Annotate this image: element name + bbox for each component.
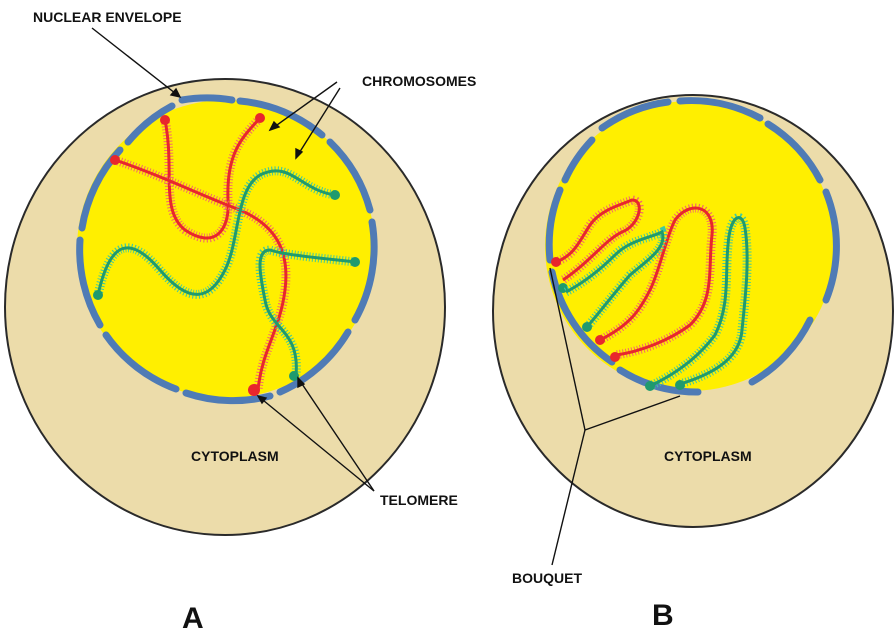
cytoplasm-label-a: CYTOPLASM xyxy=(191,448,279,464)
telomere xyxy=(248,384,260,396)
chromosomes-label: CHROMOSOMES xyxy=(362,73,476,89)
telomere xyxy=(551,257,561,267)
cell-b: CYTOPLASM xyxy=(493,95,893,527)
cytoplasm-label-b: CYTOPLASM xyxy=(664,448,752,464)
telomere xyxy=(610,352,620,362)
nuclear-envelope-label: NUCLEAR ENVELOPE xyxy=(33,9,182,25)
cell-a: CYTOPLASM xyxy=(5,79,445,535)
telomere-label: TELOMERE xyxy=(380,492,458,508)
telomere xyxy=(255,113,265,123)
telomere xyxy=(160,115,170,125)
telomere xyxy=(675,380,685,390)
bouquet-label: BOUQUET xyxy=(512,570,582,586)
telomere xyxy=(645,381,655,391)
telomere xyxy=(582,322,592,332)
telomere xyxy=(350,257,360,267)
telomere xyxy=(595,335,605,345)
panel-label-a: A xyxy=(182,602,204,635)
panel-label-b: B xyxy=(652,599,674,632)
telomere xyxy=(93,290,103,300)
telomere xyxy=(110,155,120,165)
telomere xyxy=(330,190,340,200)
